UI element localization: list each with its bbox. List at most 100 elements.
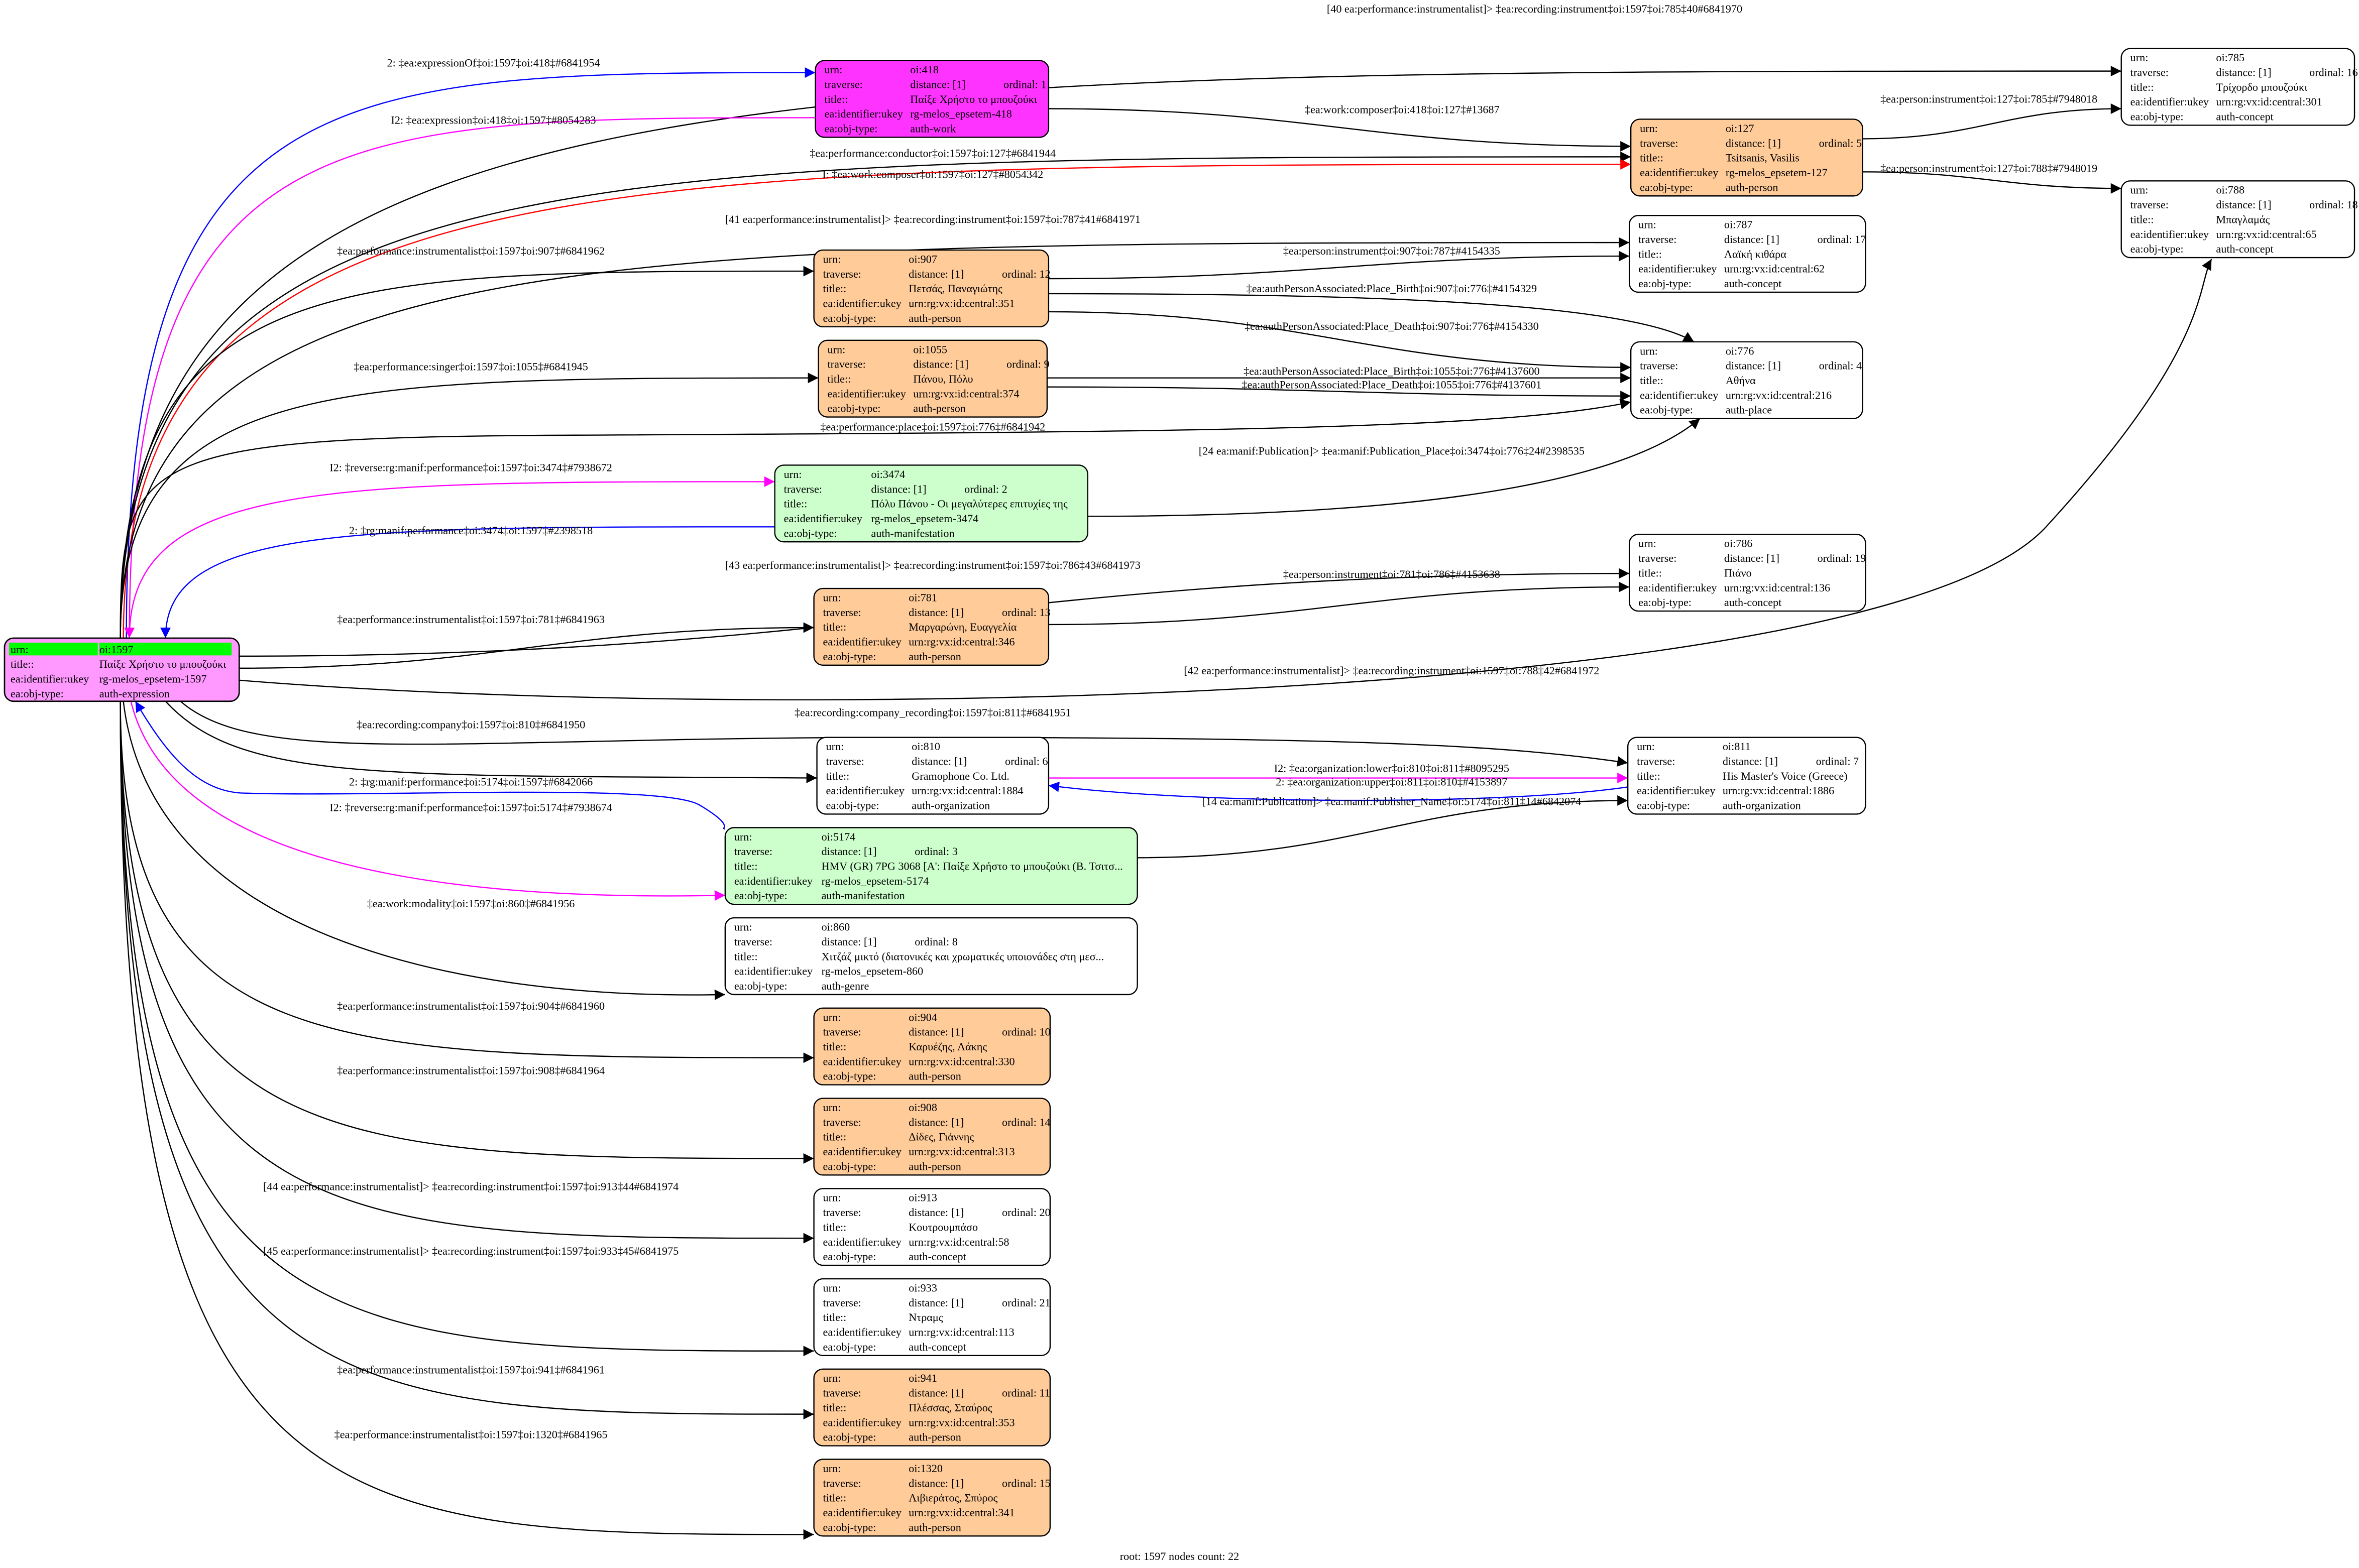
field-value: Πετσάς, Παναγιώτης <box>909 282 1002 295</box>
field-label: traverse: <box>1638 233 1676 246</box>
ordinal-value: ordinal: 15 <box>1002 1477 1051 1489</box>
field-value: oi:904 <box>909 1011 937 1023</box>
field-value: Gramophone Co. Ltd. <box>912 770 1009 782</box>
field-value: auth-concept <box>1724 277 1782 290</box>
field-value: auth-person <box>909 1431 961 1443</box>
field-value: rg-melos_epsetem-1597 <box>99 673 207 685</box>
field-value: Πάνου, Πόλυ <box>913 373 973 385</box>
field-value: oi:785 <box>2216 51 2244 64</box>
field-label: ea:obj-type: <box>823 1070 876 1082</box>
edge-label: 2: ‡ea:expressionOf‡oi:1597‡oi:418‡#6841… <box>387 57 600 69</box>
field-value: urn:rg:vx:id:central:58 <box>909 1236 1009 1248</box>
ordinal-value: ordinal: 1 <box>1003 78 1047 90</box>
field-label: title:: <box>1640 152 1663 164</box>
field-value: oi:933 <box>909 1281 937 1294</box>
field-value: auth-organization <box>1723 799 1801 812</box>
field-value: oi:907 <box>909 253 937 266</box>
field-value: distance: [1] <box>1723 755 1778 767</box>
field-value: rg-melos_epsetem-127 <box>1726 166 1828 179</box>
edge-line <box>124 117 816 638</box>
field-value: oi:418 <box>910 63 939 76</box>
field-value: auth-genre <box>822 980 869 992</box>
field-value: distance: [1] <box>2216 198 2271 211</box>
edge-label: ‡ea:recording:company‡oi:1597‡oi:810‡#68… <box>357 718 585 731</box>
field-value: oi:127 <box>1726 122 1754 135</box>
node-box <box>2120 48 2355 126</box>
field-label: urn: <box>1637 740 1655 753</box>
field-value: Ντραμς <box>909 1311 943 1323</box>
field-value: distance: [1] <box>871 483 926 495</box>
edge-line <box>1862 103 2121 140</box>
edge-line <box>1048 251 1630 280</box>
field-value: auth-concept <box>2216 110 2274 123</box>
ordinal-value: ordinal: 4 <box>1819 359 1862 372</box>
ordinal-value: ordinal: 19 <box>1818 552 1866 564</box>
field-label: traverse: <box>1638 552 1676 564</box>
edge: ‡ea:performance:conductor‡oi:1597‡oi:127… <box>120 147 1631 638</box>
field-value: Tsitsanis, Vasilis <box>1726 152 1800 164</box>
field-value: oi:3474 <box>871 468 905 480</box>
field-value: rg-melos_epsetem-3474 <box>871 512 978 525</box>
ordinal-value: ordinal: 5 <box>1819 137 1862 149</box>
field-label: traverse: <box>784 483 822 495</box>
edge: 2: ‡rg:manif:performance‡oi:5174‡oi:1597… <box>135 701 726 830</box>
field-value: Μπαγλαμάς <box>2216 213 2270 225</box>
field-label: title:: <box>1637 770 1660 782</box>
field-label: title:: <box>823 1311 847 1323</box>
field-label: ea:identifier:ukey <box>826 784 905 797</box>
field-value: oi:1320 <box>909 1462 943 1475</box>
field-label: ea:obj-type: <box>1640 181 1693 193</box>
edge: ‡ea:authPersonAssociated:Place_Death‡oi:… <box>1047 379 1631 402</box>
field-label: ea:identifier:ukey <box>2130 228 2209 240</box>
field-value: distance: [1] <box>910 78 965 90</box>
ordinal-value: ordinal: 21 <box>1002 1296 1051 1309</box>
edge-line <box>120 701 814 1244</box>
edge-label: [24 ea:manif:Publication]> ‡ea:manif:Pub… <box>1199 444 1585 457</box>
field-label: ea:obj-type: <box>734 889 788 902</box>
edge-label: ‡ea:performance:instrumentalist‡oi:1597‡… <box>334 1428 608 1441</box>
field-label: traverse: <box>826 755 864 767</box>
edge-line <box>120 66 2121 638</box>
edge: [45 ea:performance:instrumentalist]> ‡ea… <box>120 701 814 1357</box>
field-label: urn: <box>823 1011 841 1023</box>
field-label: ea:identifier:ukey <box>823 1326 902 1339</box>
field-value: auth-organization <box>912 799 990 812</box>
field-label: title:: <box>784 498 808 510</box>
field-label: traverse: <box>734 935 772 948</box>
field-label: traverse: <box>2130 66 2169 79</box>
field-value: oi:913 <box>909 1191 937 1204</box>
field-value: distance: [1] <box>913 358 968 371</box>
field-label: ea:obj-type: <box>823 1160 876 1172</box>
field-label: urn: <box>823 1372 841 1384</box>
field-label: title:: <box>1638 566 1662 579</box>
field-label: title:: <box>823 1492 847 1504</box>
field-value: oi:860 <box>822 921 850 933</box>
field-value: oi:786 <box>1724 537 1753 550</box>
field-value: distance: [1] <box>909 1206 964 1219</box>
field-label: ea:obj-type: <box>1640 404 1693 416</box>
field-value: Καρυέζης, Λάκης <box>909 1040 987 1053</box>
field-label: traverse: <box>823 268 861 280</box>
